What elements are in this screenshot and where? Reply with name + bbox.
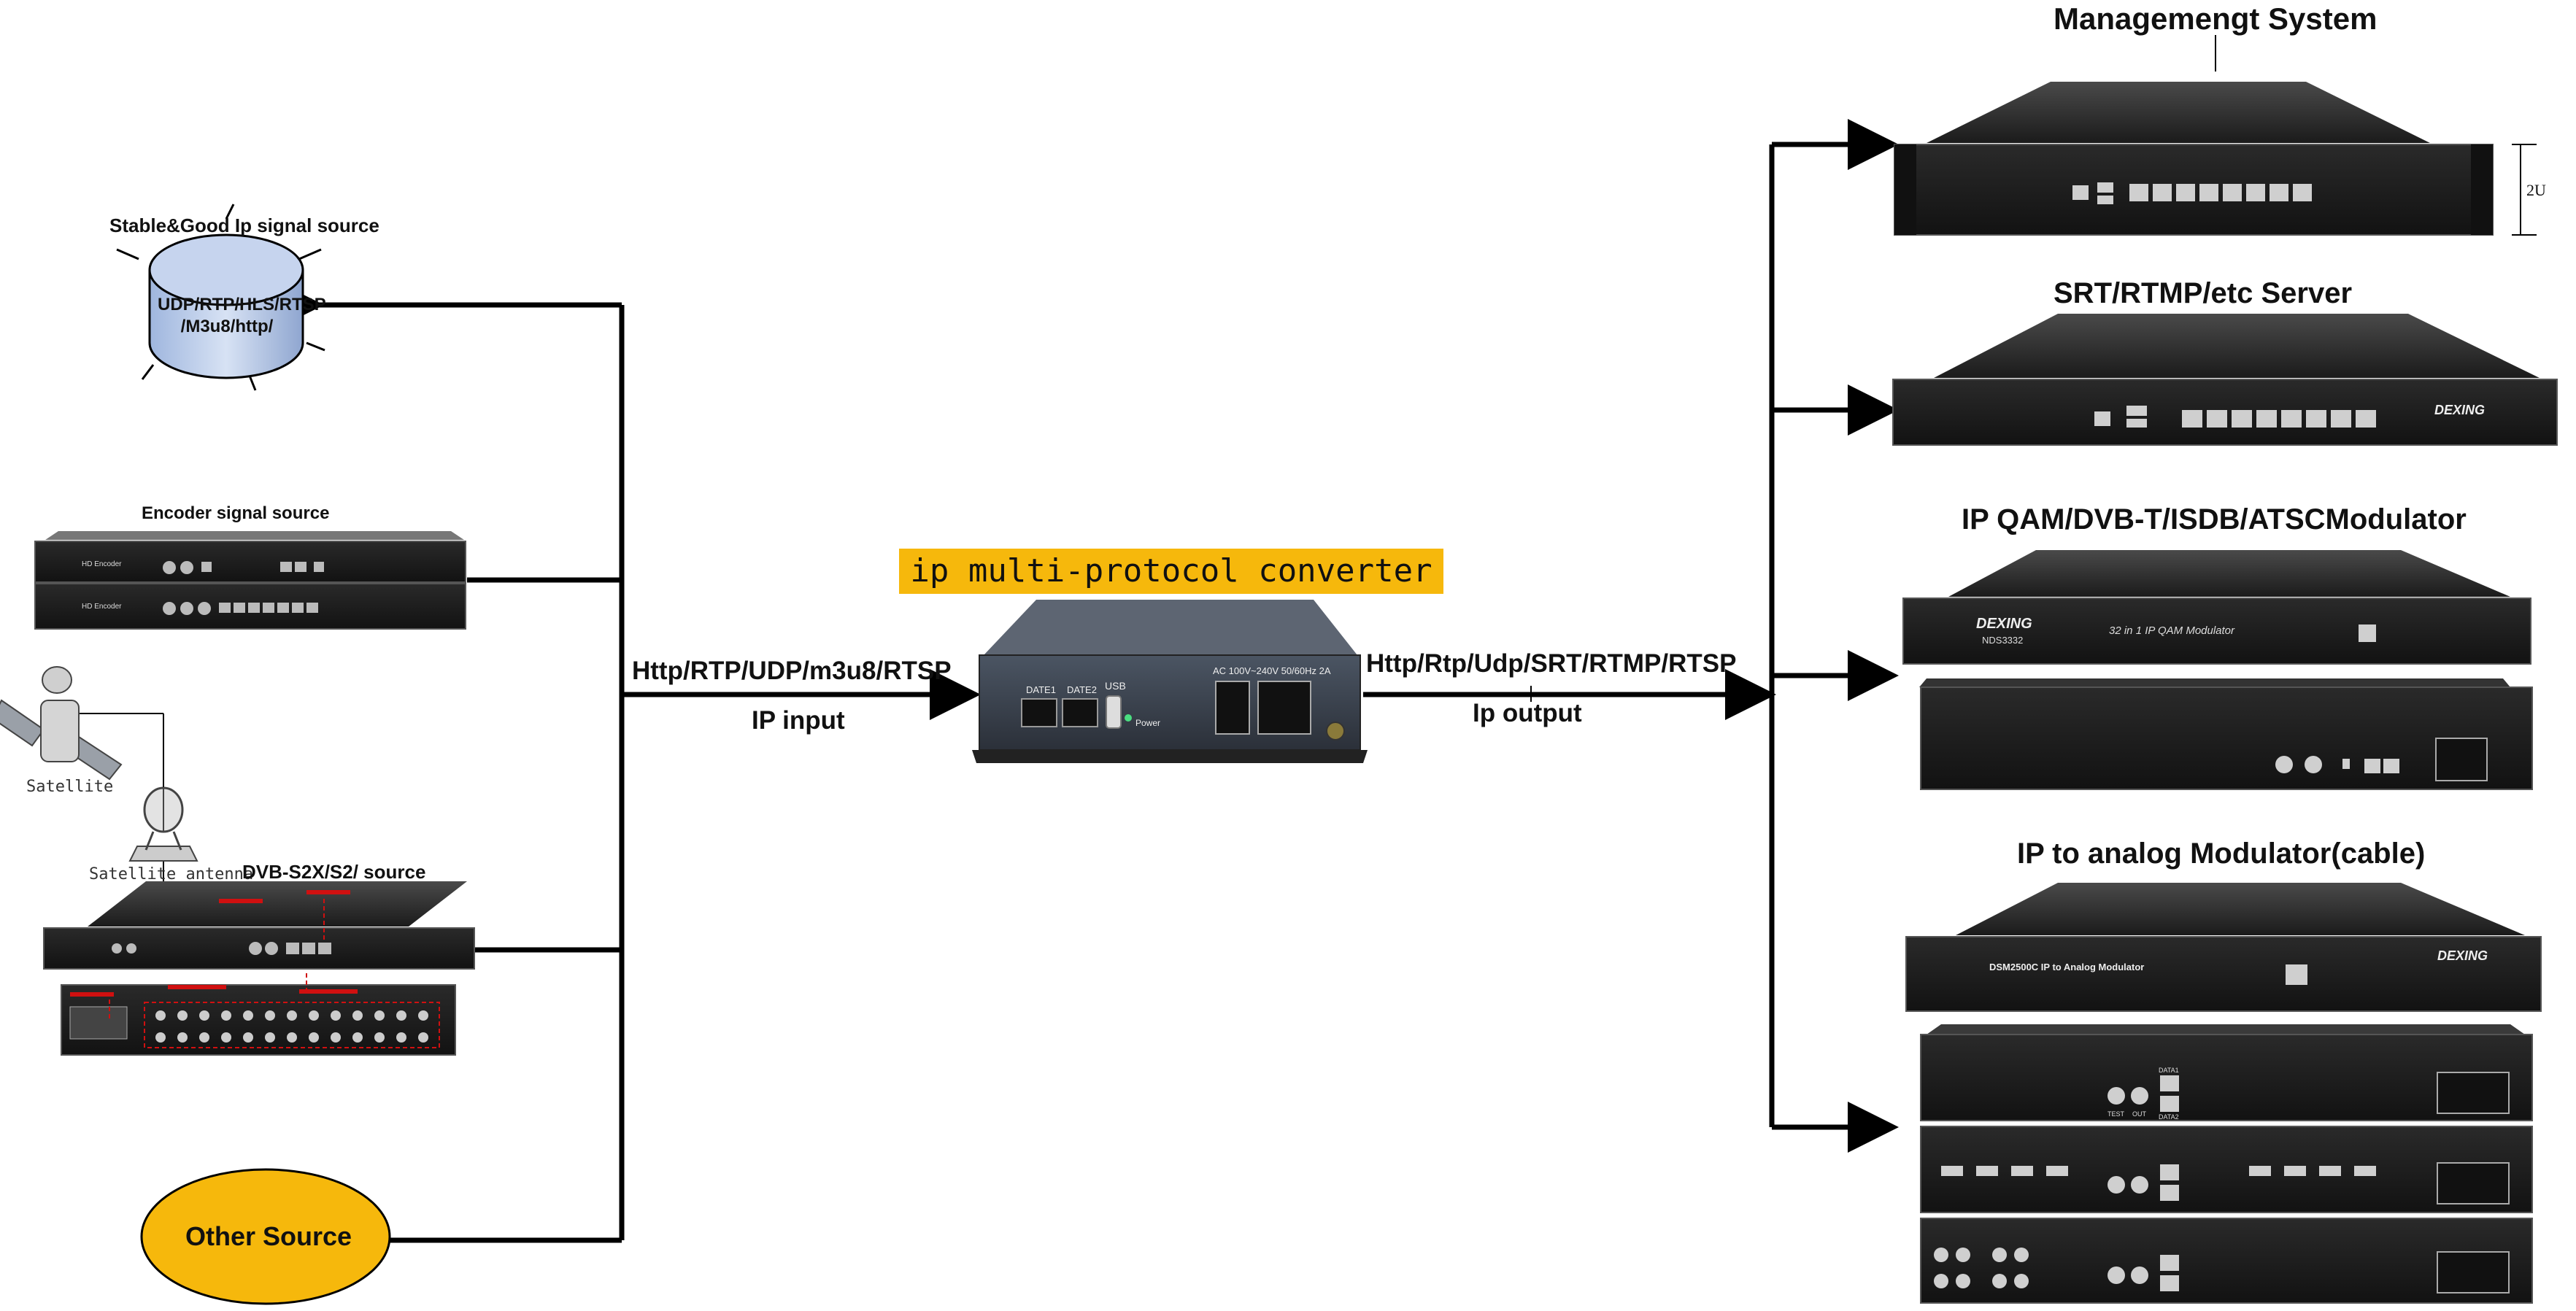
satellite-label: Satellite xyxy=(26,778,114,796)
satellite-icon xyxy=(0,666,123,781)
converter-power-spec: AC 100V~240V 50/60Hz 2A xyxy=(1213,665,1331,676)
srt-server-title: SRT/RTMP/etc Server xyxy=(2054,277,2353,309)
qam-brand-logo: DEXING xyxy=(1976,616,2032,632)
converter-banner: ip multi-protocol converter xyxy=(899,549,1443,594)
ip-source-protocols-line1: UDP/RTP/HLS/RTSP xyxy=(158,295,326,314)
ip-converter-device xyxy=(972,600,1368,763)
output-protocols-label: Http/Rtp/Udp/SRT/RTMP/RTSP xyxy=(1366,649,1737,678)
rack-unit-label: 2U xyxy=(2526,181,2546,199)
rear-port-test: TEST xyxy=(2108,1110,2125,1118)
converter-port-date1: DATE1 xyxy=(1026,684,1056,695)
management-title: Managemengt System xyxy=(2054,1,2378,36)
management-device xyxy=(1894,82,2494,236)
analog-desc-label: DSM2500C IP to Analog Modulator xyxy=(1989,962,2145,972)
encoder-devices xyxy=(34,531,466,630)
other-source-ellipse xyxy=(140,1168,391,1305)
qam-desc-label: 32 in 1 IP QAM Modulator xyxy=(2109,624,2235,637)
dvb-devices xyxy=(43,881,475,1056)
input-protocols-label: Http/RTP/UDP/m3u8/RTSP xyxy=(632,657,952,685)
srt-brand-logo: DEXING xyxy=(2434,403,2486,417)
ip-source-cylinder xyxy=(116,204,325,391)
converter-power-label: Power xyxy=(1135,718,1161,728)
qam-title: IP QAM/DVB-T/ISDB/ATSCModulator xyxy=(1962,503,2467,535)
srt-server-device xyxy=(1892,314,2558,446)
converter-port-date2: DATE2 xyxy=(1067,684,1097,695)
encoder-unit-label-2: HD Encoder xyxy=(82,603,122,611)
ip-source-title: Stable&Good Ip signal source xyxy=(109,214,379,236)
satellite-antenna-label: Satellite antenna xyxy=(89,865,254,883)
ip-input-label: IP input xyxy=(752,706,845,735)
ip-source-protocols-line2: /M3u8/http/ xyxy=(180,317,274,336)
connector-lines xyxy=(273,119,1899,1243)
analog-brand-logo: DEXING xyxy=(2437,948,2488,963)
encoder-title: Encoder signal source xyxy=(142,503,330,523)
ip-output-label: Ip output xyxy=(1473,699,1582,727)
rear-port-out: OUT xyxy=(2132,1110,2146,1118)
other-source-label: Other Source xyxy=(185,1221,352,1251)
analog-modulator-device xyxy=(1905,883,2542,1012)
analog-title: IP to analog Modulator(cable) xyxy=(2017,838,2426,870)
qam-model-label: NDS3332 xyxy=(1982,635,2024,646)
qam-modulator-device xyxy=(1902,550,2533,790)
converter-usb-label: USB xyxy=(1105,680,1126,692)
dvb-title: DVB-S2X/S2/ source xyxy=(242,861,426,883)
rear-port-data2: DATA2 xyxy=(2159,1113,2179,1121)
analog-rear-panels xyxy=(1920,1024,2533,1304)
satellite-antenna-icon xyxy=(128,786,198,862)
rear-port-data1: DATA1 xyxy=(2159,1067,2179,1074)
encoder-unit-label-1: HD Encoder xyxy=(82,560,122,568)
